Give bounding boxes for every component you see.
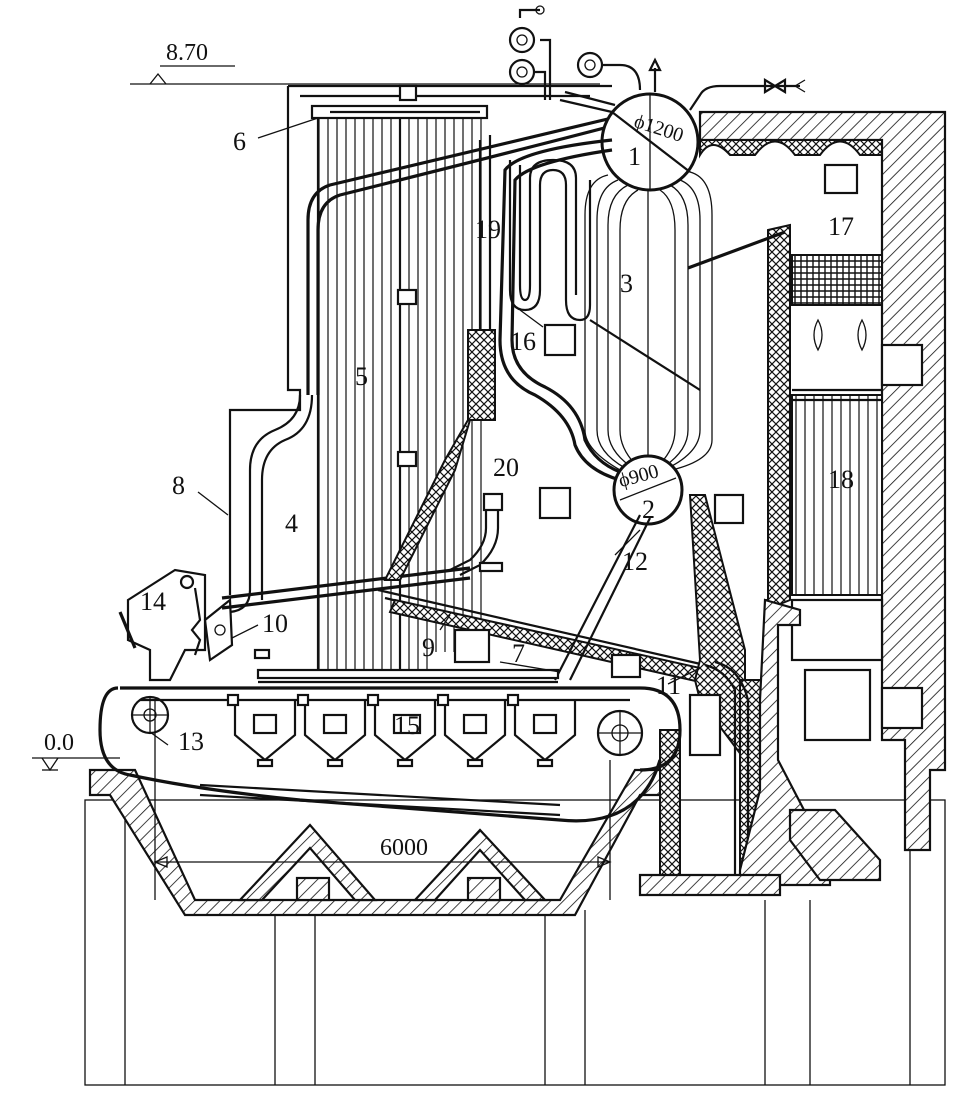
- label-9: 9: [422, 633, 435, 662]
- elevation-top-label: 8.70: [166, 40, 208, 66]
- drum-top-piping: [508, 5, 806, 114]
- label-6: 6: [233, 127, 246, 156]
- convection-tube-bank: [316, 112, 483, 672]
- label-16: 16: [510, 327, 536, 356]
- label-20: 20: [493, 453, 519, 482]
- label-15: 15: [394, 711, 420, 740]
- item-20-fitting: [449, 492, 504, 576]
- furnace-rear-wall: [659, 223, 791, 896]
- economizer-section: [790, 254, 884, 662]
- top-header-pipe: [310, 104, 489, 120]
- label-2: 2: [642, 495, 655, 524]
- slag-outlet: [638, 873, 782, 897]
- superheater-coil: [478, 135, 592, 330]
- label-10: 10: [262, 609, 288, 638]
- rear-flue-hopper: [738, 598, 882, 887]
- leader-lines: [149, 117, 701, 746]
- width-dimension-label: 6000: [380, 835, 428, 861]
- label-14: 14: [140, 587, 166, 616]
- label-12: 12: [622, 547, 648, 576]
- label-5: 5: [355, 362, 368, 391]
- foundation: [84, 799, 946, 1086]
- support-tube-12: [554, 514, 651, 681]
- riser-tube-bank: [584, 171, 713, 471]
- boiler-casing: [228, 84, 947, 852]
- width-dimension: 6000: [153, 700, 612, 900]
- wind-box-compartments: [226, 693, 577, 768]
- left-downcomer-tubes: [221, 116, 613, 614]
- label-19: 19: [475, 215, 501, 244]
- label-7: 7: [512, 639, 525, 668]
- label-18: 18: [828, 465, 854, 494]
- label-4: 4: [285, 509, 298, 538]
- ground-elevation-marker: 0.0: [32, 730, 120, 772]
- inspection-doors: [253, 323, 745, 757]
- label-8: 8: [172, 471, 185, 500]
- ash-hopper-walls: [88, 768, 667, 917]
- label-1: 1: [628, 142, 641, 171]
- label-17: 17: [828, 212, 854, 241]
- label-13: 13: [178, 727, 204, 756]
- coal-feed-hopper: [118, 568, 234, 682]
- part-number-labels: 1 2 3 4 5 6 7 8 9 10 11 12 13 14 15 16 1…: [140, 127, 854, 756]
- elevation-ground-label: 0.0: [44, 730, 74, 756]
- label-3: 3: [620, 269, 633, 298]
- chain-grate-stoker: [98, 668, 682, 823]
- label-11: 11: [656, 671, 681, 700]
- lower-mud-drum: ϕ900: [612, 454, 684, 526]
- upper-steam-drum: ϕ1200: [600, 92, 700, 192]
